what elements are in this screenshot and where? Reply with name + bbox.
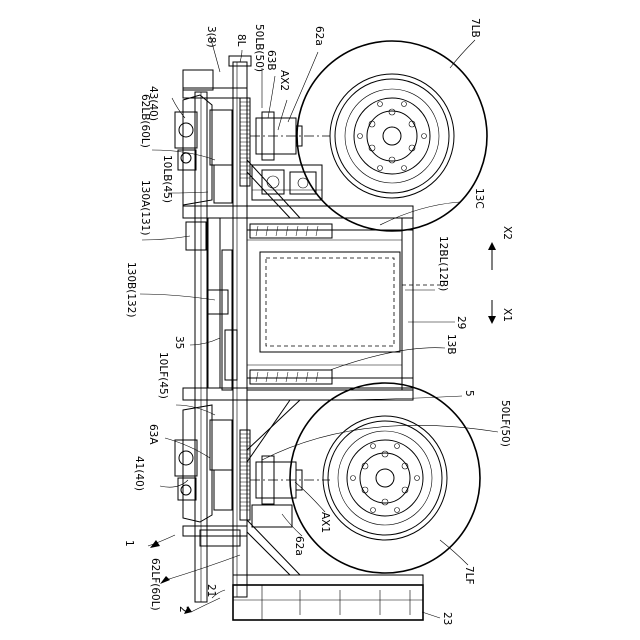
label-2: 2: [177, 606, 189, 613]
rear-drive-unit: [175, 95, 330, 205]
label-63B: 63B: [265, 50, 277, 71]
label-X2: X2: [501, 226, 513, 240]
label-13B: 13B: [445, 334, 457, 355]
label-35: 35: [173, 336, 185, 349]
label-10LF: 10LF(45): [157, 352, 169, 399]
label-13C: 13C: [473, 188, 485, 209]
blocks-130: [186, 222, 237, 380]
label-62a-top: 62a: [313, 26, 325, 46]
label-5: 5: [463, 390, 475, 397]
label-63A: 63A: [147, 424, 159, 445]
label-23: 23: [441, 612, 453, 625]
leader-lines: [140, 36, 498, 618]
label-62LB: 62LB(60L): [139, 94, 151, 148]
direction-arrows: [150, 242, 496, 614]
front-drive-unit: [175, 405, 330, 546]
label-7LB: 7LB: [469, 18, 481, 38]
label-62a-bot: 62a: [293, 536, 305, 556]
labels: 3(8) 8L 50LB(50) 63B AX2 62a 7LB 43(40) …: [123, 18, 513, 625]
label-130B: 130B(132): [125, 262, 137, 317]
label-21: 21: [205, 584, 217, 597]
battery-12BL: [247, 240, 402, 365]
label-1: 1: [123, 540, 135, 547]
label-3-8: 3(8): [205, 26, 217, 48]
label-7LF: 7LF: [463, 566, 475, 585]
racks: [250, 224, 332, 384]
label-8L: 8L: [235, 34, 247, 47]
label-X1: X1: [501, 308, 513, 322]
label-AX2: AX2: [278, 70, 290, 91]
label-62LF: 62LF(60L): [149, 558, 161, 611]
label-50LF: 50LF(50): [499, 400, 511, 447]
label-41-40: 41(40): [133, 456, 145, 491]
wheel-7LF: [290, 383, 480, 573]
label-130A: 130A(131): [139, 180, 151, 235]
label-50LB: 50LB(50): [253, 24, 265, 72]
label-AX1: AX1: [319, 512, 331, 533]
label-10LB: 10LB(45): [161, 155, 173, 203]
label-29: 29: [455, 316, 467, 329]
label-12BL: 12BL(12B): [437, 236, 449, 291]
